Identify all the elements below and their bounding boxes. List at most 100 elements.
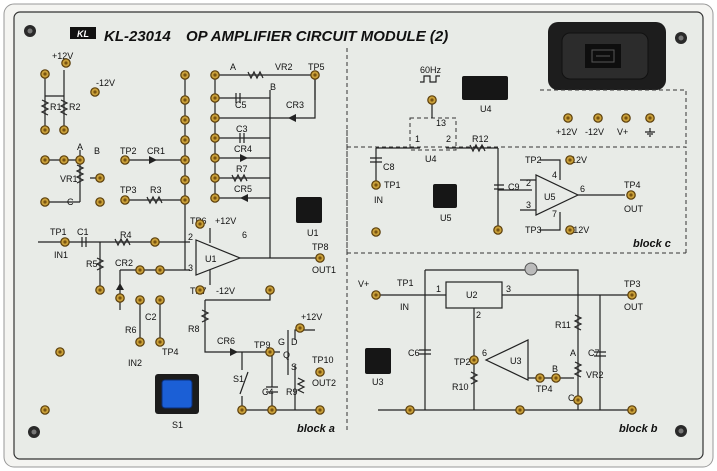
test-jack[interactable] [90, 87, 100, 97]
test-jack[interactable] [195, 285, 205, 295]
label-q: Q [283, 350, 290, 360]
test-jack[interactable] [180, 115, 190, 125]
test-jack[interactable] [59, 155, 69, 165]
test-jack[interactable] [155, 295, 165, 305]
test-jack[interactable] [40, 69, 50, 79]
test-jack[interactable] [155, 337, 165, 347]
power-connector[interactable] [548, 22, 666, 90]
test-jack[interactable] [40, 197, 50, 207]
block-a: +12V -12V R1 R2 A B VR1 C TP2 CR1 TP3 R3… [38, 51, 336, 435]
test-jack[interactable] [95, 285, 105, 295]
test-jack[interactable] [551, 373, 561, 383]
test-jack[interactable] [565, 155, 575, 165]
test-jack[interactable] [135, 265, 145, 275]
test-jack[interactable] [267, 405, 277, 415]
test-jack[interactable] [180, 70, 190, 80]
module-code: KL-23014 [104, 28, 171, 45]
label-u3-symbol: U3 [510, 356, 522, 366]
test-jack[interactable] [493, 225, 503, 235]
test-jack[interactable] [371, 227, 381, 237]
label-tp4-c: TP4 [624, 180, 641, 190]
test-jack[interactable] [210, 133, 220, 143]
test-jack[interactable] [180, 95, 190, 105]
test-jack[interactable] [115, 293, 125, 303]
test-jack[interactable] [180, 175, 190, 185]
test-jack[interactable] [237, 405, 247, 415]
test-jacks[interactable] [40, 58, 655, 415]
test-jack[interactable] [563, 113, 573, 123]
ic-u1 [296, 197, 322, 223]
test-jack[interactable] [210, 70, 220, 80]
label-vr2-b-a: A [570, 348, 576, 358]
test-jack[interactable] [210, 113, 220, 123]
label-c6: C6 [408, 348, 420, 358]
test-jack[interactable] [180, 155, 190, 165]
test-jack[interactable] [55, 347, 65, 357]
test-jack[interactable] [40, 155, 50, 165]
test-jack[interactable] [155, 265, 165, 275]
test-jack[interactable] [565, 225, 575, 235]
test-jack[interactable] [310, 70, 320, 80]
test-jack[interactable] [515, 405, 525, 415]
test-jack[interactable] [195, 219, 205, 229]
test-jack[interactable] [150, 237, 160, 247]
label-in-b: IN [400, 302, 409, 312]
label-vr2-b-b: B [552, 364, 558, 374]
label-out-b: OUT [624, 302, 644, 312]
test-jack[interactable] [95, 173, 105, 183]
test-jack[interactable] [210, 193, 220, 203]
label-tp4-a: TP4 [162, 347, 179, 357]
test-jack[interactable] [59, 125, 69, 135]
test-jack[interactable] [135, 295, 145, 305]
test-jack[interactable] [627, 405, 637, 415]
test-jack[interactable] [315, 405, 325, 415]
test-jack[interactable] [210, 173, 220, 183]
test-jack[interactable] [295, 323, 305, 333]
power-label-vplus: V+ [617, 127, 628, 137]
test-jack[interactable] [371, 180, 381, 190]
label-r12: R12 [472, 134, 489, 144]
test-jack[interactable] [627, 290, 637, 300]
test-jack[interactable] [120, 155, 130, 165]
test-jack[interactable] [210, 153, 220, 163]
test-jack[interactable] [265, 347, 275, 357]
test-jack[interactable] [210, 93, 220, 103]
label-q-d: D [291, 337, 298, 347]
test-jack[interactable] [626, 190, 636, 200]
test-jack[interactable] [60, 237, 70, 247]
test-jack[interactable] [315, 367, 325, 377]
label-r8: R8 [188, 324, 200, 334]
test-jack[interactable] [427, 95, 437, 105]
test-jack[interactable] [315, 253, 325, 263]
block-b-label: block b [619, 423, 658, 435]
test-jack[interactable] [573, 395, 583, 405]
test-jack[interactable] [371, 290, 381, 300]
ic-u4 [462, 76, 508, 100]
label-r7: R7 [236, 164, 248, 174]
test-jack[interactable] [593, 113, 603, 123]
label-s1-switch: S1 [233, 374, 244, 384]
test-jack[interactable] [120, 195, 130, 205]
test-jack[interactable] [535, 373, 545, 383]
test-jack[interactable] [469, 355, 479, 365]
ic-u5 [433, 184, 457, 208]
test-jack[interactable] [75, 155, 85, 165]
test-jack[interactable] [40, 405, 50, 415]
test-jack[interactable] [621, 113, 631, 123]
push-button-s1[interactable] [155, 374, 199, 414]
label-u5-ic: U5 [440, 213, 452, 223]
label-out-c: OUT [624, 204, 644, 214]
test-jack[interactable] [180, 135, 190, 145]
label-u2-p2: 2 [476, 310, 481, 320]
test-jack[interactable] [61, 58, 71, 68]
test-jack[interactable] [405, 405, 415, 415]
test-jack[interactable] [95, 197, 105, 207]
test-jack[interactable] [40, 125, 50, 135]
label-vr2-a: A [230, 62, 236, 72]
label-u5-p6: 6 [580, 184, 585, 194]
test-jack[interactable] [645, 113, 655, 123]
label-tp6-v: +12V [215, 216, 236, 226]
test-jack[interactable] [180, 195, 190, 205]
test-jack[interactable] [265, 285, 275, 295]
test-jack[interactable] [135, 337, 145, 347]
